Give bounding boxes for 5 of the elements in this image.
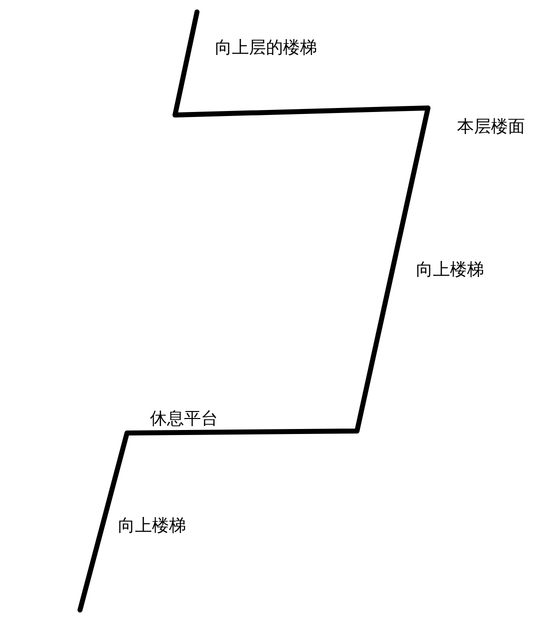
stair-label: 向上层的楼梯 bbox=[215, 38, 317, 58]
stair-label: 休息平台 bbox=[150, 409, 218, 429]
stair-label: 向上楼梯 bbox=[118, 516, 186, 536]
stair-label: 本层楼面 bbox=[457, 117, 525, 137]
stair-label: 向上楼梯 bbox=[416, 260, 484, 280]
